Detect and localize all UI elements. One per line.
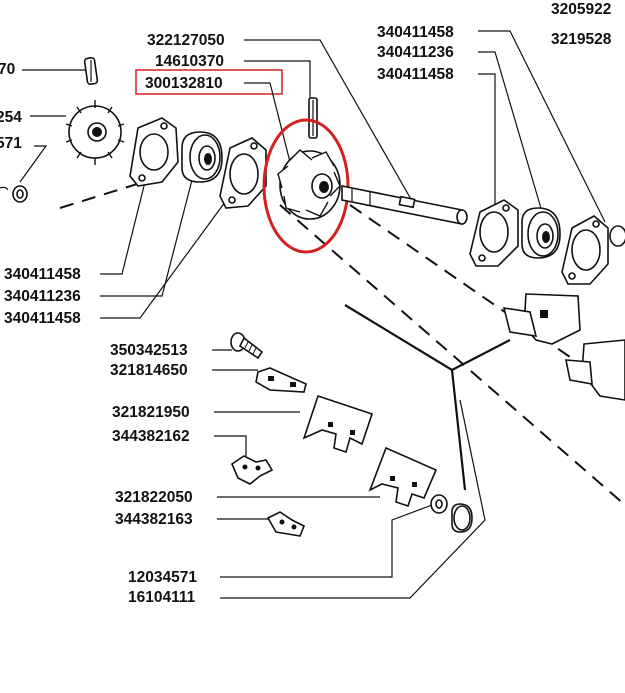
label-350342513: 350342513 xyxy=(110,342,188,359)
label-571: 571 xyxy=(0,135,22,152)
label-340411236-top: 340411236 xyxy=(377,44,454,61)
sprocket-gear xyxy=(65,100,125,165)
label-340411458-left: 340411458 xyxy=(4,266,81,283)
label-254: 254 xyxy=(0,109,22,126)
label-321814650: 321814650 xyxy=(110,362,188,379)
washer-small-left xyxy=(0,185,28,203)
label-344382163: 344382163 xyxy=(115,511,193,528)
label-340411458-top: 340411458 xyxy=(377,24,454,41)
bushing-lower xyxy=(451,503,473,533)
highlight-box-300132810 xyxy=(135,69,283,95)
clip-plate xyxy=(255,367,307,393)
label-300132810: 300132810 xyxy=(145,75,223,92)
highlight-circle-pinion xyxy=(262,118,350,254)
spring-clip-1 xyxy=(231,455,274,485)
washer-lower xyxy=(430,494,448,514)
flange-plate-right-2 xyxy=(561,215,609,285)
label-322127050: 322127050 xyxy=(147,32,225,49)
label-344382162: 344382162 xyxy=(112,428,190,445)
slider-plate-1 xyxy=(302,394,374,454)
label-14610370: 14610370 xyxy=(155,53,224,70)
flange-plate-left xyxy=(129,117,179,187)
label-3205922: 3205922 xyxy=(551,1,611,18)
label-340411458-left-2: 340411458 xyxy=(4,310,81,327)
bearing-left xyxy=(181,131,223,183)
label-340411458-top-2: 340411458 xyxy=(377,66,454,83)
leader-lines xyxy=(19,30,606,599)
bracket-assembly-right xyxy=(502,293,625,401)
label-12034571: 12034571 xyxy=(128,569,197,586)
roll-pin-center xyxy=(308,97,318,139)
label-340411236-left: 340411236 xyxy=(4,288,81,305)
bracket-lines xyxy=(344,304,511,491)
drive-shaft xyxy=(341,185,468,225)
label-321822050: 321822050 xyxy=(115,489,193,506)
roll-pin-left xyxy=(83,57,99,85)
pinion-gear xyxy=(277,149,341,220)
spring-clip-2 xyxy=(266,511,306,537)
flange-plate-right xyxy=(469,199,519,267)
bearing-right xyxy=(521,207,561,259)
slider-plate-2 xyxy=(368,446,438,508)
label-16104111: 16104111 xyxy=(128,589,196,606)
label-70: 70 xyxy=(0,61,15,78)
label-321821950: 321821950 xyxy=(112,404,190,421)
screw-bolt xyxy=(230,332,264,360)
label-3219528: 3219528 xyxy=(551,31,612,48)
washer-right xyxy=(609,225,625,247)
flange-plate-left-2 xyxy=(219,137,267,209)
